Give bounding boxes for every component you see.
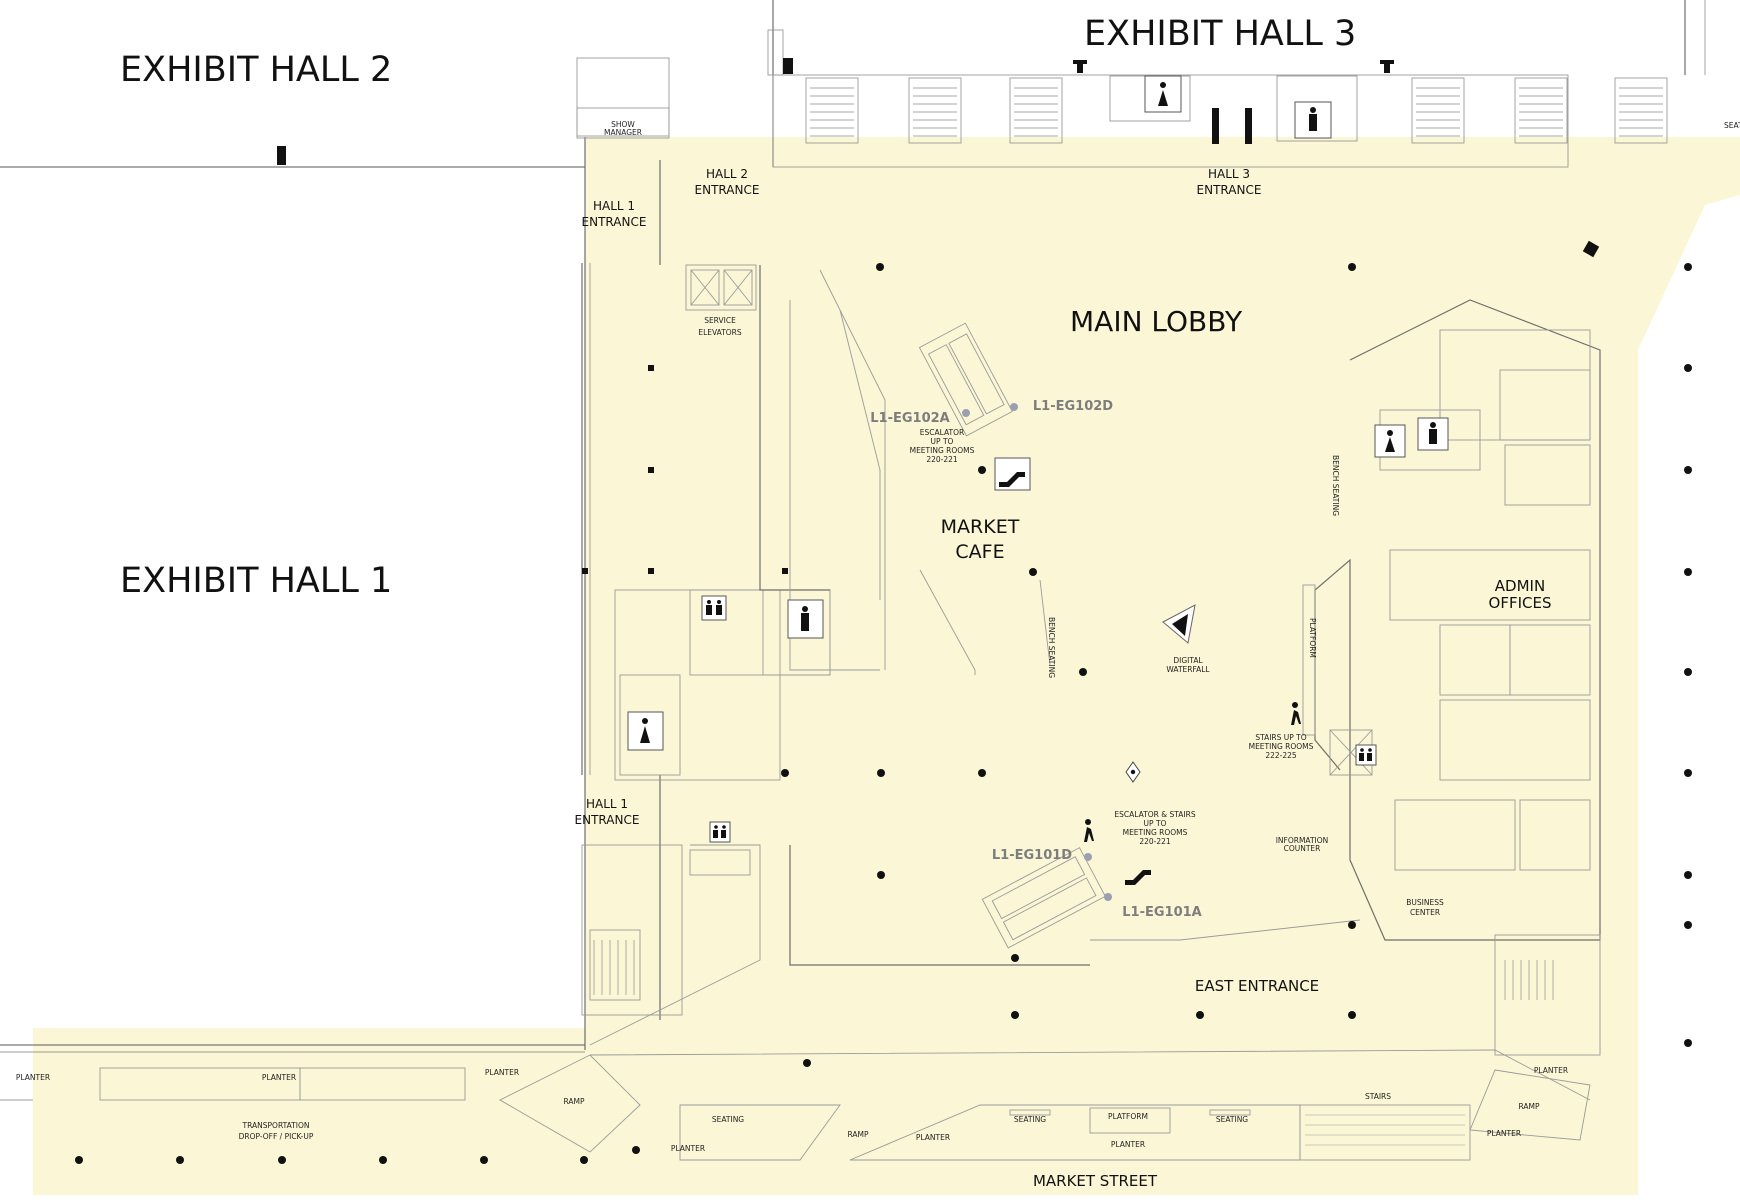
elevator-code-l1-eg101a: L1-EG101A [1122, 905, 1201, 920]
hall3-entrance-1: HALL 3 [1208, 167, 1250, 181]
escalator-stairs-1: ESCALATOR & STAIRS [1114, 810, 1195, 819]
planter-label-3: PLANTER [485, 1068, 519, 1077]
stairs-walking-icon-east [1291, 702, 1301, 725]
show-manager-1: SHOW [611, 120, 635, 129]
planter-label-5: PLANTER [916, 1133, 950, 1142]
exhibit-hall-3-label: EXHIBIT HALL 3 [1084, 14, 1356, 54]
family-restroom-icon-south [709, 821, 731, 843]
ramp-left-label: RAMP [563, 1097, 585, 1106]
elevator-markers [962, 403, 1112, 901]
escalator-north [918, 322, 1013, 437]
street-features [99, 1049, 1591, 1161]
man-restroom-icon-east [1417, 417, 1449, 451]
transportation-2: DROP-OFF / PICK-UP [239, 1132, 314, 1141]
woman-restroom-icon-east [1374, 424, 1406, 458]
seating-mid-label: SEATING [1014, 1115, 1046, 1124]
escalator-south [981, 847, 1106, 949]
escalator-icon [994, 457, 1031, 491]
stairs-up-3: 222-225 [1265, 751, 1297, 760]
show-manager-2: MANAGER [604, 128, 642, 137]
man-restroom-icon-west [787, 599, 824, 639]
family-restroom-icon-east [1355, 744, 1377, 766]
planter-label-4: PLANTER [671, 1144, 705, 1153]
family-restroom-icon [701, 595, 727, 621]
digital-waterfall-2: WATERFALL [1166, 665, 1210, 674]
escalator-up-2: UP TO [931, 437, 954, 446]
bench-seating-label-1: BENCH SEATING [1047, 617, 1056, 678]
information-counter-2: COUNTER [1284, 844, 1321, 853]
hall2-entrance-2: ENTRANCE [695, 183, 760, 197]
admin-offices-label-1: ADMIN [1495, 577, 1545, 595]
information-counter-1: INFORMATION [1276, 836, 1329, 845]
elevator-code-l1-eg102d: L1-EG102D [1033, 399, 1113, 414]
escalator-stairs-2: UP TO [1144, 819, 1167, 828]
main-lobby-label: MAIN LOBBY [1070, 305, 1243, 338]
planter-label-1: PLANTER [16, 1073, 50, 1082]
ramp-mid-label: RAMP [847, 1130, 869, 1139]
hall1-entrance-bottom-2: ENTRANCE [575, 813, 640, 827]
seating-left-label: SEATING [712, 1115, 744, 1124]
transportation-1: TRANSPORTATION [242, 1121, 310, 1130]
digital-waterfall-1: DIGITAL [1173, 656, 1203, 665]
west-walls [581, 160, 1090, 1046]
structural-columns [75, 240, 1692, 1164]
business-center-2: CENTER [1410, 908, 1440, 917]
seating-right-label: SEATING [1216, 1115, 1248, 1124]
service-elevators-1: SERVICE [704, 316, 736, 325]
show-manager-room [576, 57, 670, 137]
elevator-code-l1-eg101d: L1-EG101D [992, 848, 1072, 863]
admin-office-block [1302, 299, 1601, 1056]
platform-label: PLATFORM [1108, 1112, 1148, 1121]
woman-restroom-icon [1144, 75, 1182, 113]
planter-label-6: PLANTER [1111, 1140, 1145, 1149]
stairs-up-1: STAIRS UP TO [1255, 733, 1306, 742]
ramp-right-label: RAMP [1518, 1102, 1540, 1111]
hall2-marker [277, 146, 286, 165]
planter-label-7: PLANTER [1534, 1066, 1568, 1075]
hall2-entrance-1: HALL 2 [706, 167, 748, 181]
stairs-walking-icon [1084, 819, 1094, 842]
admin-offices-label-2: OFFICES [1489, 594, 1552, 612]
service-elevators-2: ELEVATORS [698, 328, 742, 337]
exhibit-hall-1-label: EXHIBIT HALL 1 [120, 561, 392, 601]
escalator-stairs-4: 220-221 [1139, 837, 1171, 846]
bench-seating-label-2: BENCH SEATING [1331, 455, 1340, 516]
waterfall-play-icon [1162, 604, 1196, 644]
woman-restroom-icon-west [627, 711, 664, 751]
platform-vertical-label: PLATFORM [1308, 618, 1317, 658]
stairs-up-2: MEETING ROOMS [1249, 742, 1314, 751]
market-street-label: MARKET STREET [1033, 1172, 1158, 1190]
market-cafe-label-1: MARKET [941, 516, 1020, 538]
escalator-icon-south [1125, 870, 1151, 885]
lobby-floor [33, 137, 1740, 1195]
seat-cut-label: SEAT [1724, 121, 1740, 130]
exhibit-hall-2-label: EXHIBIT HALL 2 [120, 50, 392, 90]
escalator-up-4: 220-221 [926, 455, 958, 464]
elevator-code-l1-eg102a: L1-EG102A [870, 411, 949, 426]
hall3-top-structure [767, 0, 1706, 168]
hall1-entrance-top-1: HALL 1 [593, 199, 635, 213]
market-cafe-label-2: CAFE [955, 541, 1004, 563]
planter-label-2: PLANTER [262, 1073, 296, 1082]
hall1-entrance-bottom-1: HALL 1 [586, 797, 628, 811]
east-entrance-label: EAST ENTRANCE [1195, 977, 1319, 995]
planter-label-8: PLANTER [1487, 1129, 1521, 1138]
business-center-1: BUSINESS [1406, 898, 1444, 907]
hall1-entrance-top-2: ENTRANCE [582, 215, 647, 229]
hall3-entrance-2: ENTRANCE [1197, 183, 1262, 197]
escalator-up-1: ESCALATOR [920, 428, 964, 437]
stairs-label: STAIRS [1365, 1092, 1391, 1101]
escalator-stairs-3: MEETING ROOMS [1123, 828, 1188, 837]
escalator-up-3: MEETING ROOMS [910, 446, 975, 455]
info-diamond-icon [1125, 761, 1141, 783]
man-restroom-icon [1294, 101, 1332, 139]
